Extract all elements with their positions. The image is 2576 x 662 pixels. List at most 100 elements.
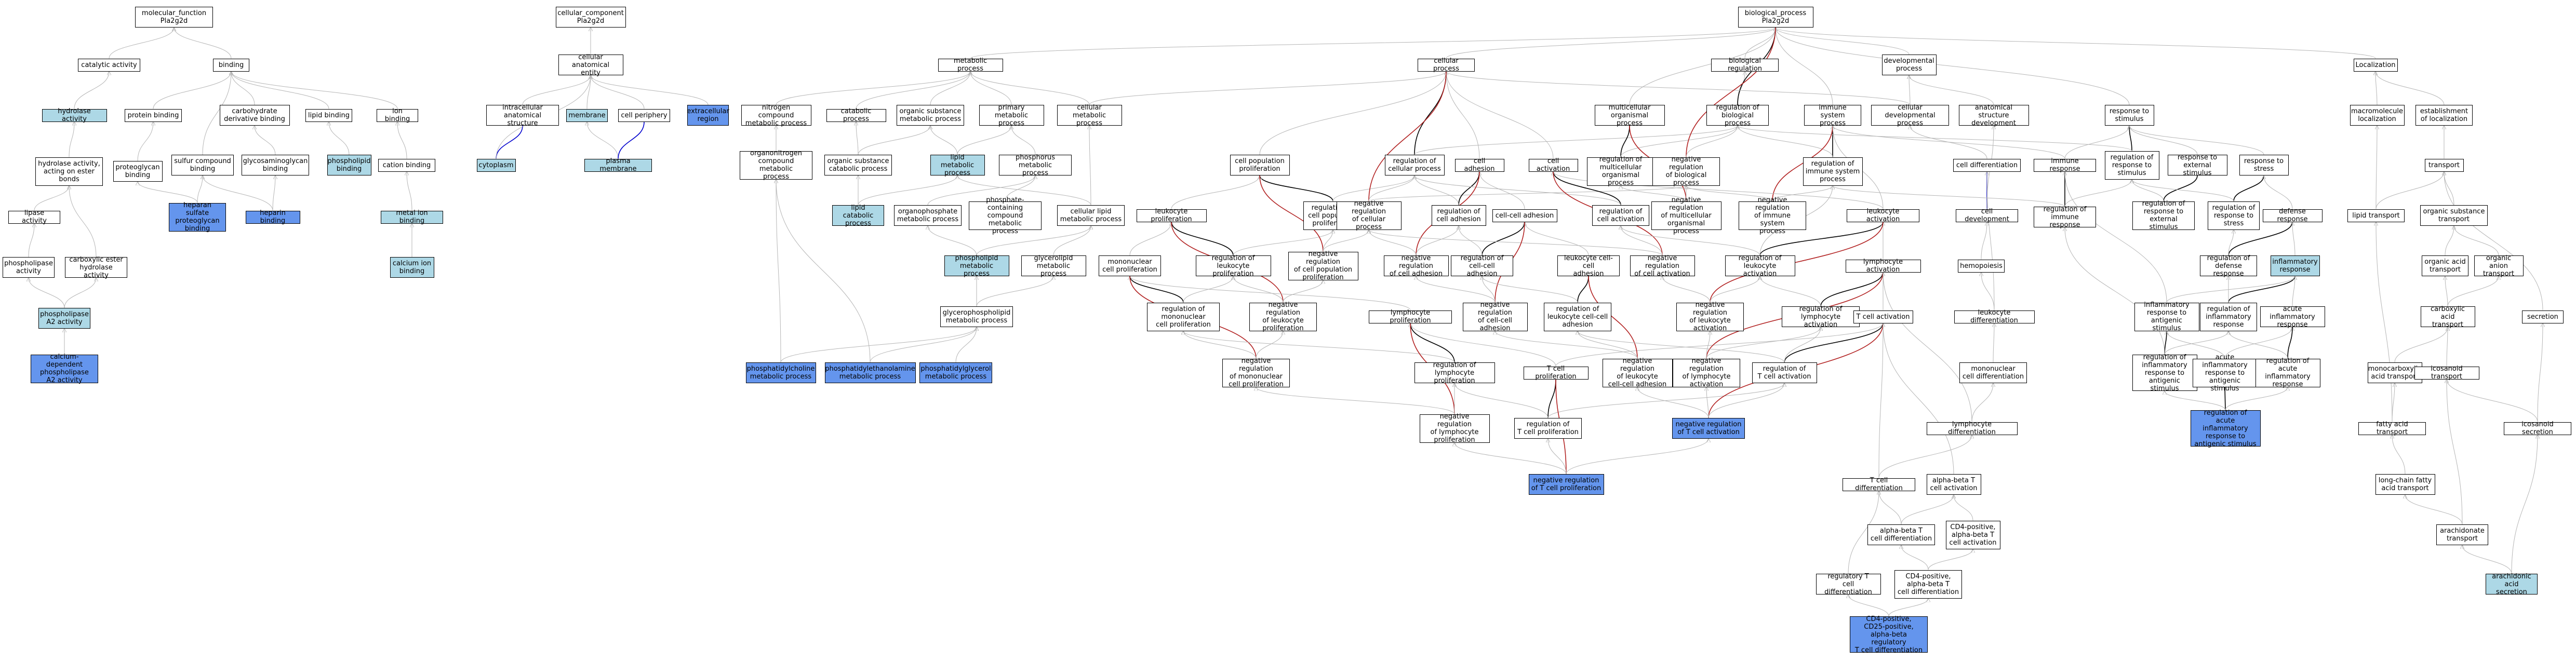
edge-is-a (1089, 72, 1446, 105)
go-term-resp-stim: response to stimulus (2104, 105, 2154, 126)
edge-is-a (2165, 391, 2226, 411)
edge-is-a (2454, 226, 2499, 256)
edge-negatively-regulates (1772, 125, 1833, 201)
edge-is-a (870, 327, 977, 363)
go-term-inflammatory: inflammatory response (2270, 255, 2320, 276)
go-term-cc: cellular_component Pla2g2d (555, 7, 626, 28)
go-term-t-cell-diff: T cell differentiation (1843, 477, 1915, 492)
edge-is-a (2164, 331, 2228, 355)
go-term-pla2: phospholipase A2 activity (38, 308, 90, 329)
edge-is-a (1878, 435, 1972, 478)
edge-is-a (1259, 72, 1446, 155)
edge-is-a (856, 122, 859, 155)
edge-is-a (2447, 327, 2448, 367)
edge-is-a (231, 72, 398, 109)
go-term-reg-infl-antigen: regulation of inflammatory response to a… (2132, 354, 2197, 393)
edge-is-a (1416, 276, 1496, 303)
go-term-ab-t-act: alpha-beta T cell activation (1926, 474, 1981, 495)
edge-is-a (1883, 273, 1972, 422)
edge-regulates (1620, 125, 1630, 157)
edge-regulates (1577, 276, 1589, 303)
edge-is-a (1878, 323, 1883, 478)
edge-is-a (1621, 226, 1760, 256)
edge-is-a (255, 126, 276, 155)
go-term-extracellular: extracellular region (687, 105, 729, 126)
edge-is-a (1130, 276, 1411, 310)
edge-is-a (329, 122, 350, 155)
go-term-cd4-cd25: CD4-positive, CD25-positive, alpha-beta … (1850, 615, 1928, 654)
go-term-cell-cell-adh: cell-cell adhesion (1492, 209, 1557, 222)
edge-is-a (970, 72, 1090, 105)
go-term-protein-binding: protein binding (125, 109, 182, 122)
edge-is-a (2166, 276, 2295, 303)
edge-is-a (858, 126, 930, 155)
edge-is-a (1848, 491, 1879, 574)
edge-is-a (231, 72, 255, 105)
go-term-arachidonic-secretion: arachidonic acid secretion (2486, 573, 2538, 596)
edge-is-a (856, 72, 970, 109)
go-term-reg-infl: regulation of inflammatory response (2200, 302, 2257, 331)
go-term-reg-t-cell-act: regulation of T cell activation (1752, 362, 1817, 383)
go-term-plasma-membrane: plasma membrane (584, 157, 652, 173)
go-term-reg-t-cell-prolif: regulation of T cell proliferation (1514, 418, 1582, 439)
go-term-defense: defense response (2262, 208, 2323, 223)
edge-is-a (1981, 273, 1995, 310)
edge-is-a (1183, 331, 1257, 359)
edge-is-a (1233, 276, 1284, 303)
go-term-neg-reg-lymph-prolif: negative regulation of lymphocyte prolif… (1419, 413, 1490, 444)
edge-is-a (1171, 175, 1260, 209)
go-term-cd4-ab-act: CD4-positive, alpha-beta T cell activati… (1945, 520, 2000, 549)
edge-is-a (1706, 331, 1710, 359)
edge-is-a (1416, 226, 1459, 256)
edge-is-a (976, 226, 1091, 256)
edge-is-a (2376, 126, 2377, 209)
edge-is-a (138, 182, 198, 203)
go-term-developmental: developmental process (1881, 55, 1937, 75)
edge-is-a (1621, 226, 1663, 256)
edge-is-a (1909, 75, 1910, 105)
go-term-mono-prolif: mononuclear cell proliferation (1099, 255, 1161, 276)
edge-is-a (776, 72, 970, 105)
go-term-lymph-diff: lymphocyte differentiation (1926, 421, 2018, 436)
go-term-neg-reg-lymph-act: negative regulation of lymphocyte activa… (1673, 357, 1740, 388)
edge-is-a (2129, 126, 2264, 155)
edge-is-a (2292, 276, 2295, 307)
edge-is-a (1662, 276, 1711, 303)
edge-regulates (2228, 276, 2295, 303)
edge-is-a (927, 175, 1035, 206)
edge-is-a (930, 72, 970, 105)
go-term-bp: biological_process Pla2g2d (1738, 7, 1813, 28)
edge-part-of (618, 121, 645, 159)
edge-part-of (496, 125, 523, 159)
go-term-reg-defense: regulation of defense response (2200, 254, 2257, 278)
go-term-reg-immune: regulation of immune system process (1803, 157, 1863, 186)
edge-is-a (397, 122, 407, 159)
go-term-neg-reg-cell-pop: negative regulation of cell population p… (1288, 250, 1358, 281)
edge-is-a (407, 172, 412, 211)
edge-negatively-regulates (1588, 276, 1638, 359)
edge-regulates (1259, 175, 1333, 201)
edge-is-a (1883, 323, 1954, 475)
edge-is-a (1323, 230, 1369, 252)
edge-negatively-regulates (1686, 27, 1776, 157)
go-term-cell-dev: cell development (1956, 208, 2018, 223)
edge-is-a (1833, 126, 2065, 159)
go-term-cell-activation: cell activation (1528, 157, 1578, 173)
edge-is-a (780, 327, 977, 363)
go-term-reg-leuk-prolif: regulation of leukocyte proliferation (1195, 254, 1271, 278)
go-term-bio-reg: biological regulation (1711, 57, 1779, 73)
edge-is-a (1446, 72, 1911, 105)
edge-is-a (976, 276, 1053, 307)
edge-is-a (1332, 175, 1414, 201)
go-term-reg-acute-infl-antigen: regulation of acute inflammatory respons… (2190, 409, 2261, 448)
edge-is-a (1848, 595, 1889, 617)
go-term-cell-met: cellular metabolic process (1057, 104, 1122, 127)
go-term-reg-immune-resp: regulation of immune response (2034, 206, 2096, 229)
go-term-cell-pop-prolif: cell population proliferation (1230, 155, 1290, 175)
edge-is-a (1566, 439, 1709, 475)
edge-is-a (2394, 327, 2448, 363)
edge-is-a (231, 72, 329, 109)
edge-is-a (1737, 72, 1745, 105)
edge-is-a (522, 75, 591, 105)
